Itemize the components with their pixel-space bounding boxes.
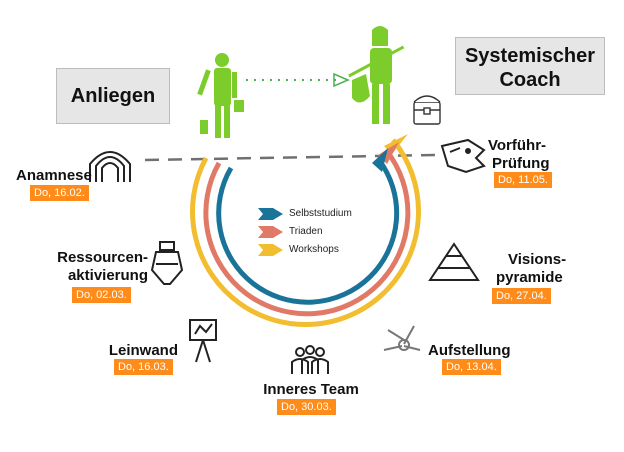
- arc-triaden: [203, 148, 411, 317]
- station-ressourcen-name-line1: Ressourcen-: [57, 249, 148, 266]
- easel-icon: [189, 319, 217, 363]
- station-vorfuehr-name-line2: Prüfung: [492, 155, 550, 172]
- station-aufstellung-date: Do, 13.04.: [442, 359, 501, 375]
- station-vorfuehr-date: Do, 11.05.: [494, 172, 552, 188]
- legend-arrow-selbststudium: [258, 208, 283, 220]
- station-anamnese-date: Do, 16.02.: [30, 185, 89, 201]
- joined-hands-icon: [383, 325, 421, 351]
- callout-anliegen-label: Anliegen: [70, 85, 156, 107]
- dotted-arrow-head: [333, 72, 350, 88]
- station-leinwand-date: Do, 16.03.: [114, 359, 173, 375]
- station-leinwand-name: Leinwand: [108, 342, 178, 359]
- callout-coach-line1: Systemischer: [464, 45, 596, 67]
- businessman-figure-icon: [197, 53, 244, 138]
- legend-label-triaden: Triaden: [289, 226, 323, 237]
- knight-coach-figure-icon: [348, 26, 405, 124]
- callout-systemischer-coach: Systemischer Coach: [455, 37, 605, 95]
- team-group-icon: [291, 345, 329, 374]
- arc-selbststudium: [216, 158, 400, 305]
- potion-bottle-icon: [150, 241, 184, 285]
- station-ressourcen-date: Do, 02.03.: [72, 287, 131, 303]
- callout-anliegen: Anliegen: [56, 68, 170, 124]
- treasure-chest-icon: [413, 95, 441, 125]
- station-vorfuehr-name-line1: Vorführ-: [488, 137, 547, 154]
- station-visionspyramide-name-line1: Visions-: [508, 251, 567, 268]
- station-aufstellung-name: Aufstellung: [428, 342, 511, 359]
- arrowhead-selbststudium: [372, 148, 388, 172]
- legend-arrow-workshops: [258, 244, 283, 256]
- station-visionspyramide-date: Do, 27.04.: [492, 288, 551, 304]
- arc-workshops: [190, 138, 422, 328]
- legend-label-workshops: Workshops: [289, 244, 339, 255]
- station-inneres-team-date: Do, 30.03.: [277, 399, 336, 415]
- station-ressourcen-name-line2: aktivierung: [67, 267, 148, 284]
- callout-coach-line2: Coach: [499, 69, 561, 91]
- pyramid-icon: [428, 242, 480, 281]
- station-inneres-team-name: Inneres Team: [263, 381, 359, 398]
- station-visionspyramide-name-line2: pyramide: [496, 269, 563, 286]
- legend-arrow-triaden: [258, 226, 283, 238]
- dragon-head-icon: [440, 138, 486, 174]
- tunnel-arch-icon: [89, 151, 131, 182]
- station-anamnese-name: Anamnese: [16, 167, 92, 184]
- legend-label-selbststudium: Selbststudium: [289, 208, 352, 219]
